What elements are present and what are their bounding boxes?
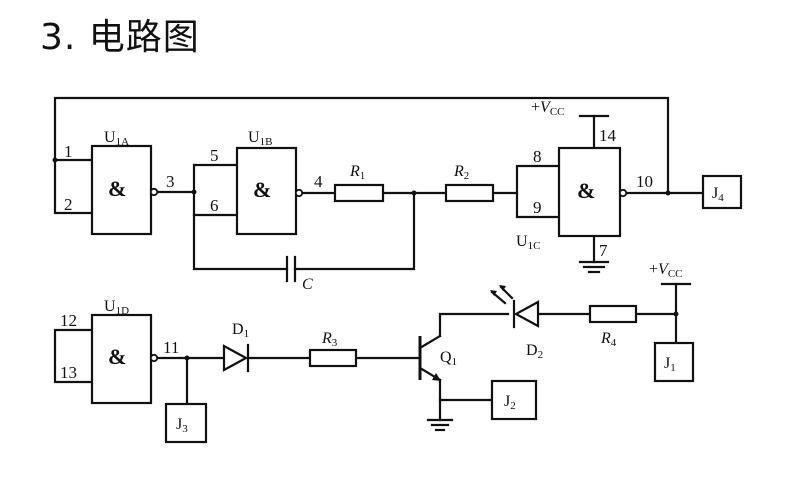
resistor-label: R4 (600, 330, 617, 349)
resistor-label: R3 (321, 330, 338, 349)
capacitor-label: C (302, 276, 313, 293)
pin-label: 12 (60, 311, 77, 330)
wire-cap-right (293, 191, 416, 271)
title-text: 电路图 (88, 17, 200, 58)
pin-label: 1 (64, 142, 73, 161)
resistor-r2: R2 (444, 163, 495, 203)
diode-triangle (222, 344, 249, 372)
junction-dot (411, 190, 417, 196)
gate-symbol: & (253, 177, 271, 202)
gate-label: U1B (248, 129, 272, 148)
diode-d2: D2 (490, 285, 543, 361)
jack-j4: J4 (701, 174, 743, 210)
junctions (52, 157, 679, 361)
gate-u1a: & U1A 1 2 3 (64, 129, 175, 236)
jack-j2: J2 (490, 379, 538, 421)
diode-d1: D1 (222, 321, 250, 373)
gate-u1b: & U1B 5 6 4 (210, 129, 323, 236)
transistor-collector (418, 334, 442, 350)
gate-symbol: & (577, 178, 595, 203)
pin-label: 13 (60, 363, 77, 382)
pin-label: 3 (166, 172, 175, 191)
vcc-label-right: +VCC (649, 261, 683, 280)
wire-u1d-in1 (53, 328, 94, 384)
wire-q1-collector (438, 312, 510, 338)
jack-box (701, 174, 743, 210)
gate-symbol: & (108, 176, 126, 201)
gate-body (90, 144, 153, 236)
inverter-bubble (618, 188, 628, 198)
diode-label: D1 (232, 321, 249, 340)
diode-triangle (513, 300, 540, 328)
wire-cap-left (192, 213, 289, 271)
pin-label: 11 (163, 338, 179, 357)
title-number: 3 (40, 17, 64, 58)
wire-u1c-inputs (515, 164, 561, 219)
ground-u1c (578, 260, 610, 274)
pin-label: 14 (599, 126, 617, 145)
capacitor-c: C (285, 255, 313, 293)
resistor-r3: R3 (308, 330, 358, 368)
page-title: 3. 电路图 (40, 8, 200, 60)
wire-u1a-in2 (53, 158, 94, 215)
jack-box (653, 341, 695, 383)
jack-label: J1 (664, 355, 676, 374)
pin-label: 4 (314, 172, 323, 191)
resistor-r1: R1 (333, 163, 385, 203)
pin-label: 7 (599, 241, 608, 260)
inverter-bubble (149, 353, 159, 363)
inverter-bubble (294, 188, 304, 198)
transistor-q1: Q1 (418, 334, 457, 382)
emitter-arrow (432, 373, 441, 381)
resistor-label: R2 (453, 163, 469, 182)
junction-dot (673, 311, 679, 317)
resistor-body (308, 348, 358, 368)
jack-box (164, 402, 208, 444)
resistor-body (333, 183, 385, 203)
gate-label: U1A (104, 129, 129, 148)
diode-label: D2 (526, 342, 543, 361)
gate-label: U1D (104, 298, 129, 317)
resistor-body (588, 304, 638, 324)
jack-label: J4 (712, 185, 724, 204)
pin-label: 10 (636, 172, 653, 191)
wire-feedback-top (53, 96, 670, 195)
jack-j1: J1 (653, 341, 695, 383)
jack-label: J2 (504, 393, 516, 412)
light-arrow-head (490, 290, 497, 296)
gate-u1c: & U1C 8 9 10 14 7 (516, 126, 653, 260)
gate-body (557, 146, 622, 238)
gate-label: U1C (516, 233, 540, 252)
pin-label: 2 (64, 195, 73, 214)
gate-symbol: & (108, 344, 126, 369)
pin-label: 6 (210, 196, 219, 215)
pin-label: 8 (533, 147, 542, 166)
title-separator: . (63, 17, 89, 58)
junction-dot (52, 157, 58, 163)
vcc-label-top: +VCC (531, 99, 565, 118)
gate-u1d: & U1D 12 13 11 (60, 298, 179, 405)
jack-j3: J3 (164, 402, 208, 444)
pin-label: 5 (210, 146, 219, 165)
jack-box (490, 379, 538, 421)
junction-dot (191, 189, 197, 195)
light-arrow-head (499, 285, 506, 291)
gate-body (90, 313, 153, 405)
gate-body (235, 146, 298, 236)
transistor-label: Q1 (440, 349, 457, 368)
resistor-body (444, 183, 495, 203)
resistor-label: R1 (349, 163, 365, 182)
inverter-bubble (149, 187, 159, 197)
resistor-r4: R4 (588, 304, 638, 349)
junction-dot (665, 190, 671, 196)
pin-label: 9 (533, 198, 542, 217)
jack-label: J3 (176, 416, 188, 435)
junction-dot (184, 355, 190, 361)
ground-q1 (426, 418, 454, 432)
wire-q1-emitter (438, 378, 494, 402)
